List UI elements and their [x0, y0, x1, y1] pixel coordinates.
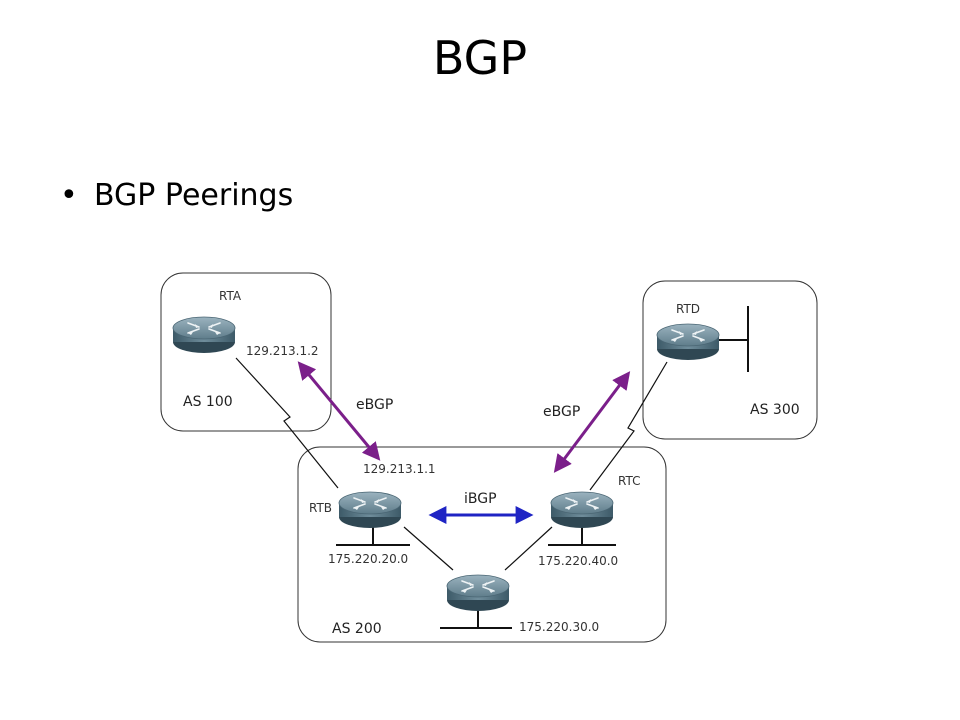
- router-rtd-label: RTD: [676, 302, 700, 316]
- as200-box: [297, 446, 667, 643]
- lan-rtb: [336, 525, 410, 546]
- router-rtb-icon: [338, 491, 402, 529]
- router-rtc-icon: [550, 491, 614, 529]
- router-rtd-icon: [656, 323, 720, 361]
- link-rtd-rtc: [589, 361, 668, 491]
- lan-rtc: [548, 525, 616, 546]
- as200-label: AS 200: [332, 621, 382, 637]
- ebgp-label-left: eBGP: [356, 397, 393, 413]
- slide-title: BGP: [432, 31, 528, 85]
- router-rtc-label: RTC: [618, 474, 640, 488]
- as300-label: AS 300: [750, 402, 800, 418]
- lan-rtd: [718, 306, 749, 372]
- as100-label: AS 100: [183, 394, 233, 410]
- rtc-network-label: 175.220.40.0: [538, 554, 618, 568]
- link-rtb-center: [403, 526, 454, 571]
- router-rtb-label: RTB: [309, 501, 332, 515]
- link-rtc-center: [504, 526, 553, 571]
- ebgp-label-right: eBGP: [543, 404, 580, 420]
- router-rta-icon: [172, 316, 236, 354]
- as300-box: [642, 280, 818, 440]
- peering-ebgp-rta-rtb: [297, 361, 381, 461]
- rta-ip-label: 129.213.1.2: [246, 344, 319, 358]
- rtb-ip-label: 129.213.1.1: [363, 462, 436, 476]
- router-rta-label: RTA: [219, 289, 242, 303]
- as100-box: [160, 272, 332, 432]
- bullet-dot-icon: •: [60, 178, 78, 213]
- link-rta-rtb: [235, 357, 339, 489]
- ibgp-label: iBGP: [464, 491, 497, 507]
- peering-ebgp-rtc-rtd: [553, 371, 631, 473]
- center-network-label: 175.220.30.0: [519, 620, 599, 634]
- bullet-text: BGP Peerings: [94, 178, 294, 213]
- rtb-network-label: 175.220.20.0: [328, 552, 408, 566]
- router-center-icon: [446, 574, 510, 612]
- bullet-item: • BGP Peerings: [60, 174, 293, 218]
